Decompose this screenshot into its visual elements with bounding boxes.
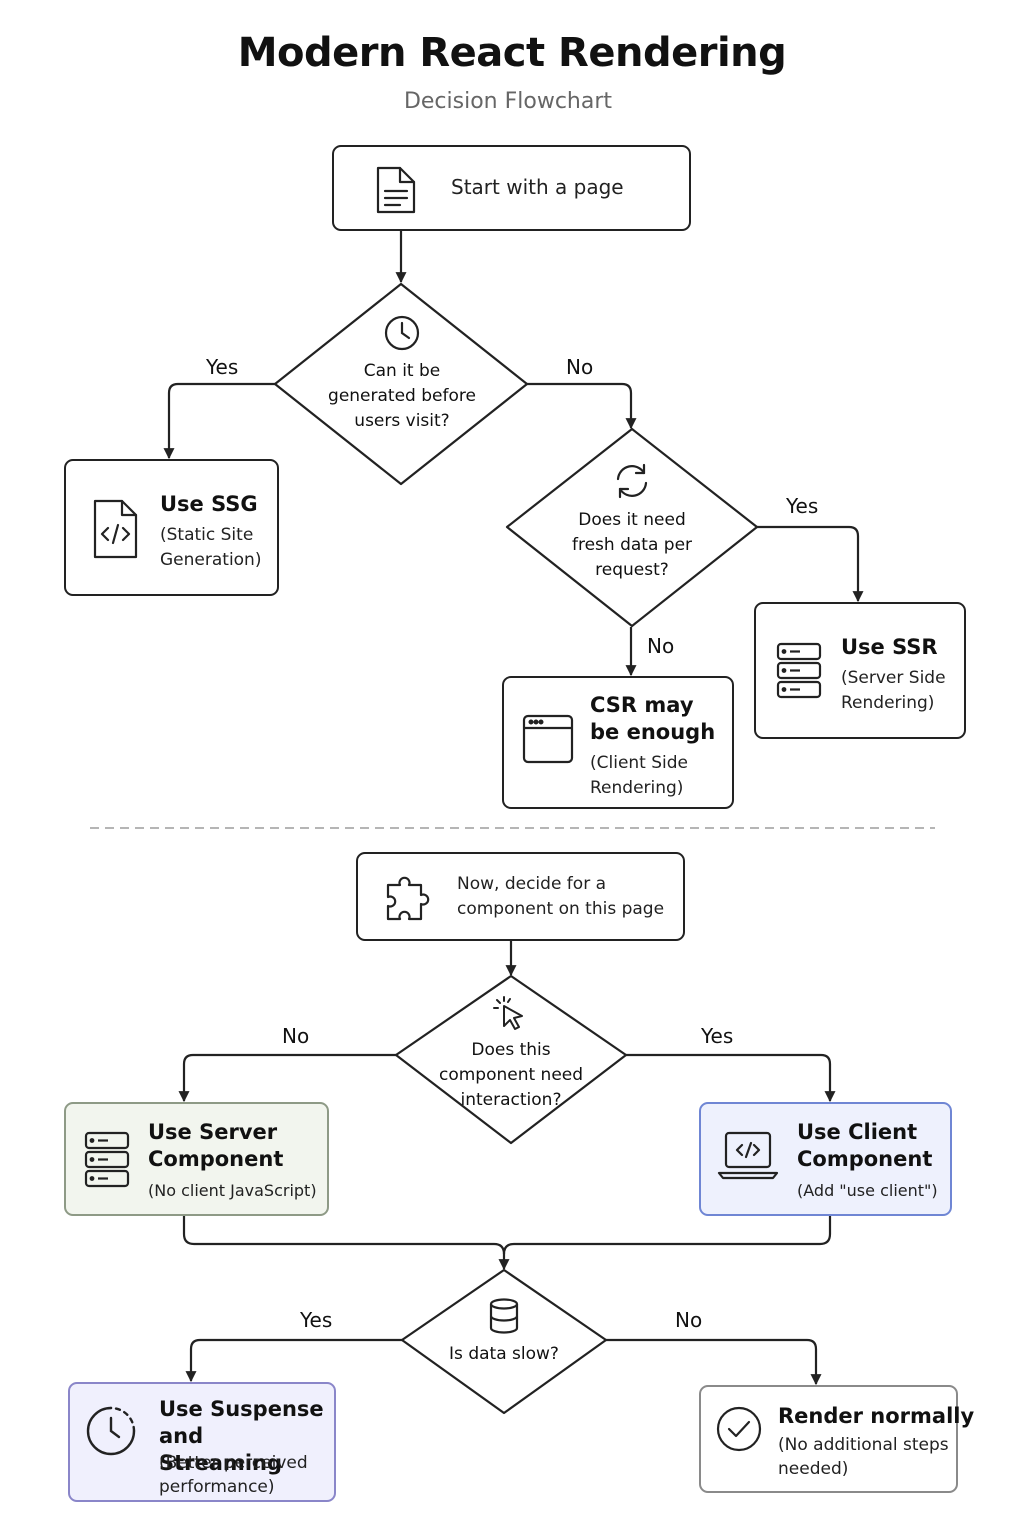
suspense-detail: (Better perceived performance): [159, 1453, 308, 1497]
refresh-icon: [613, 462, 651, 500]
q1-diamond: [273, 282, 529, 486]
merge-line-server: [182, 1216, 510, 1271]
q2-no-label: No: [647, 634, 675, 658]
laptop-code-icon: [717, 1131, 779, 1181]
csr-title: CSR may be enough: [590, 693, 716, 744]
csr-box: CSR may be enough (Client Side Rendering…: [502, 676, 734, 809]
q1-yes-label: Yes: [206, 355, 239, 379]
q2-diamond: [505, 427, 759, 628]
check-circle-icon: [715, 1405, 763, 1453]
cursor-click-icon: [492, 996, 528, 1032]
server-component-title: Use Server Component: [148, 1120, 284, 1171]
arrow-q1-yes-to-ssg: [163, 382, 277, 460]
server-component-detail: (No client JavaScript): [148, 1181, 317, 1200]
client-component-box: Use Client Component (Add "use client"): [699, 1102, 952, 1216]
page-subtitle: Decision Flowchart: [403, 89, 613, 114]
q4-no-label: No: [675, 1308, 703, 1332]
server-component-box: Use Server Component (No client JavaScri…: [64, 1102, 329, 1216]
render-normally-box: Render normally (No additional steps nee…: [699, 1385, 974, 1493]
suspense-title: Use Suspense and Streaming: [159, 1397, 324, 1475]
component-start-label: Now, decide for a component on this page: [457, 874, 665, 919]
code-file-icon: [92, 498, 138, 560]
arrow-q4-yes-to-suspense: [185, 1338, 403, 1383]
clock-icon: [383, 314, 421, 352]
q3-question: Does this component need interaction?: [438, 1040, 584, 1110]
dashed-clock-icon: [84, 1404, 138, 1458]
puzzle-icon: [382, 873, 436, 923]
browser-window-icon: [522, 714, 574, 764]
arrow-q3-no-to-server: [178, 1053, 397, 1103]
q4-diamond: [400, 1268, 608, 1415]
page-title: Modern React Rendering: [237, 30, 787, 76]
q3-yes-label: Yes: [701, 1024, 734, 1048]
ssg-detail: (Static Site Generation): [160, 525, 262, 570]
ssg-title: Use SSG: [160, 492, 258, 516]
q2-question: Does it need fresh data per request?: [571, 510, 693, 580]
client-component-detail: (Add "use client"): [797, 1181, 938, 1200]
start-box: Start with a page: [332, 145, 691, 231]
arrow-q1-no-to-q2: [526, 382, 637, 430]
q2-yes-label: Yes: [786, 494, 819, 518]
render-normally-title: Render normally: [778, 1404, 975, 1428]
suspense-box: Use Suspense and Streaming (Better perce…: [68, 1382, 336, 1502]
render-normally-detail: (No additional steps needed): [778, 1435, 949, 1479]
component-start-box: Now, decide for a component on this page: [356, 852, 685, 941]
merge-line-client: [502, 1216, 832, 1255]
start-label: Start with a page: [451, 175, 624, 199]
q1-no-label: No: [566, 355, 594, 379]
csr-detail: (Client Side Rendering): [590, 753, 689, 798]
client-component-title: Use Client Component: [797, 1120, 933, 1171]
document-icon: [374, 165, 418, 215]
arrow-q2-yes-to-ssr: [756, 525, 864, 603]
ssr-box: Use SSR (Server Side Rendering): [754, 602, 966, 739]
server-icon: [776, 642, 822, 700]
q4-question: Is data slow?: [449, 1344, 559, 1364]
ssr-detail: (Server Side Rendering): [841, 668, 946, 713]
q3-diamond: [394, 974, 628, 1145]
arrow-q3-yes-to-client: [625, 1053, 836, 1103]
ssr-title: Use SSR: [841, 635, 938, 659]
arrow-q4-no-to-render: [605, 1338, 822, 1386]
server-icon: [84, 1131, 130, 1189]
q4-yes-label: Yes: [300, 1308, 333, 1332]
q3-no-label: No: [282, 1024, 310, 1048]
ssg-box: Use SSG (Static Site Generation): [64, 459, 279, 596]
q1-question: Can it be generated before users visit?: [328, 361, 476, 431]
database-icon: [487, 1298, 521, 1334]
